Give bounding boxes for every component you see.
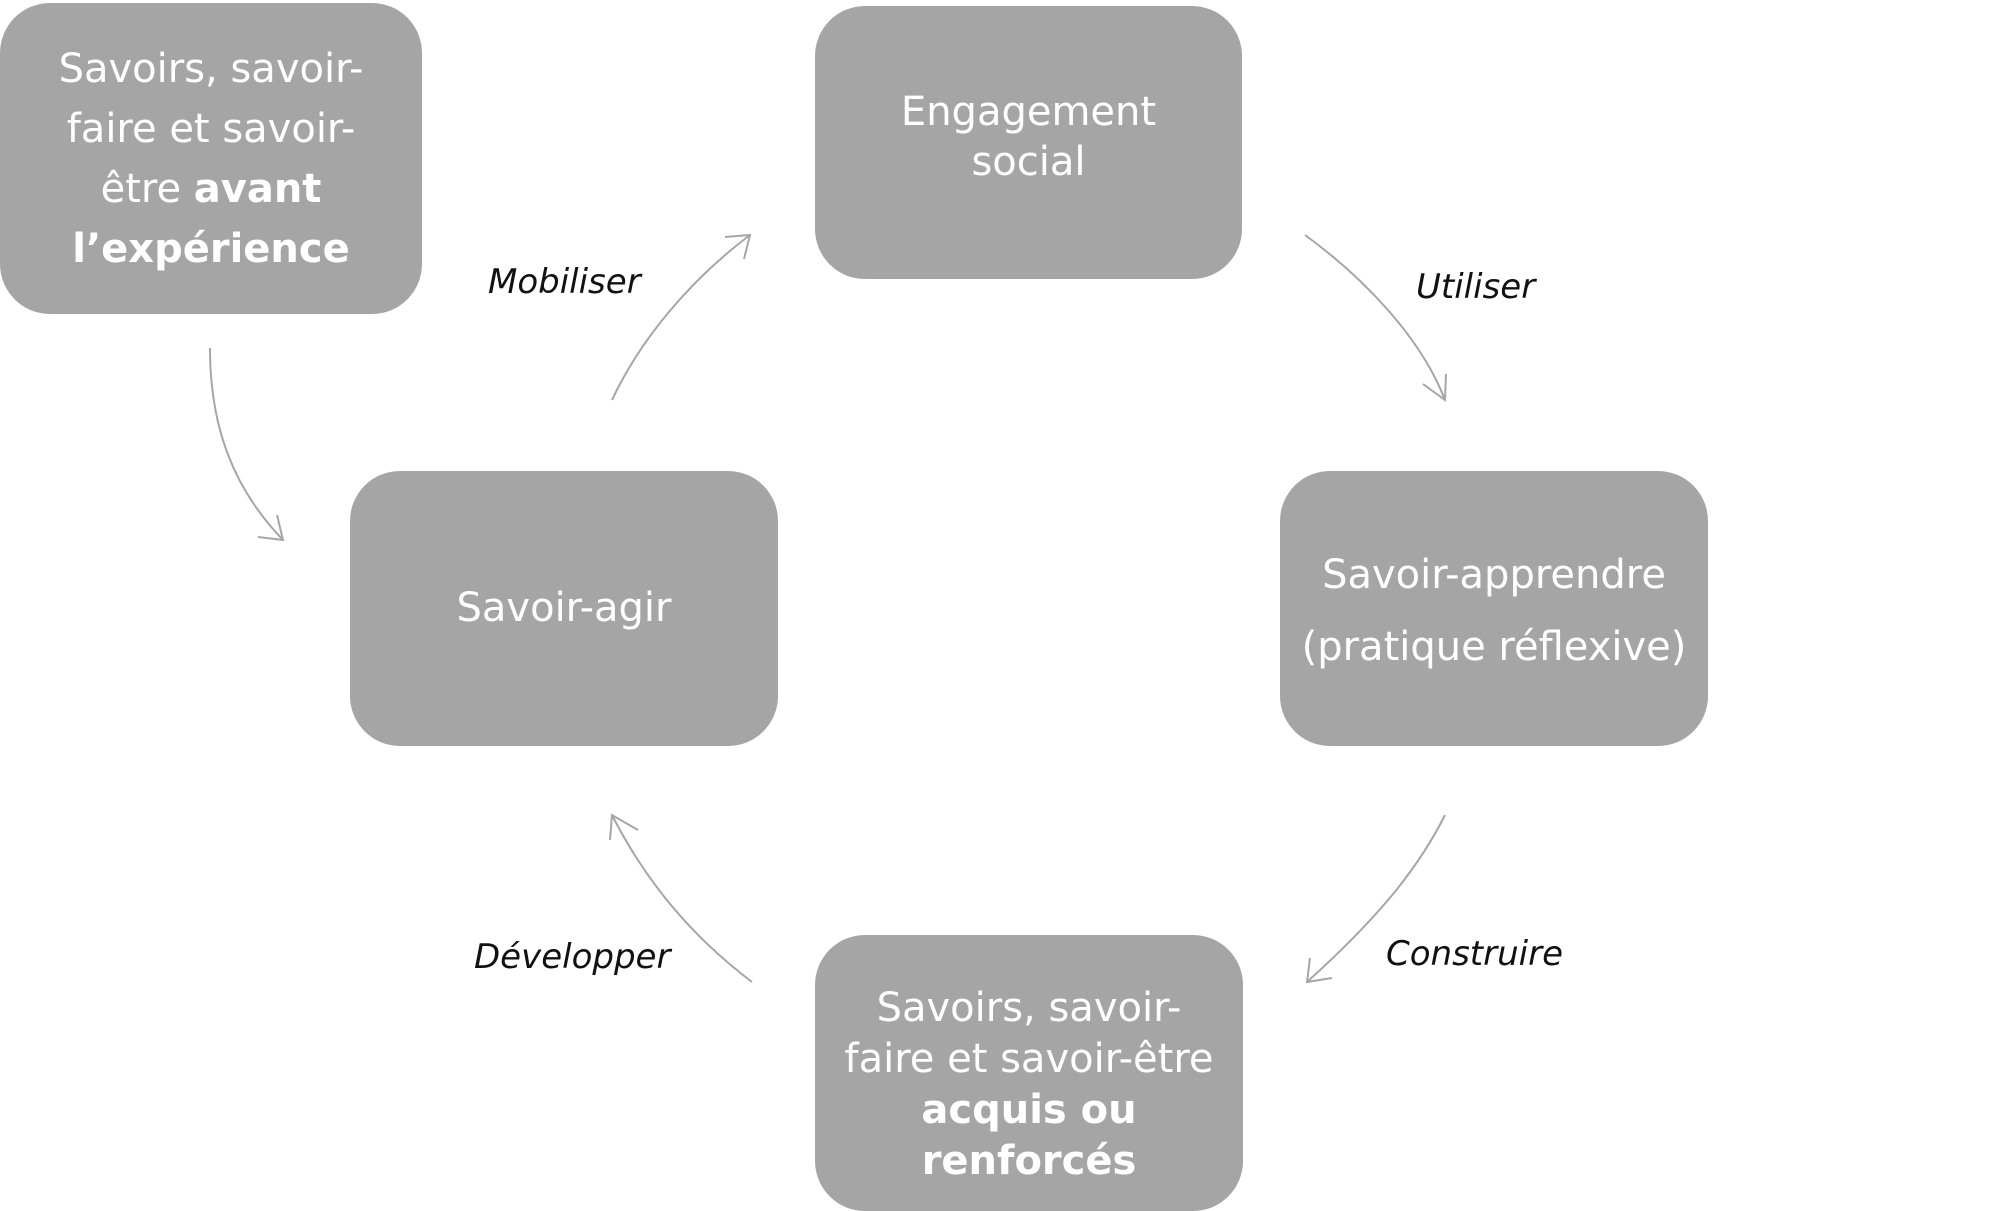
arrowhead-apprendre-to-acquis (1305, 957, 1333, 984)
edge-label-developper: Développer (474, 937, 671, 977)
acquis-line-1: Savoirs, savoir- (876, 985, 1182, 1031)
edge-label-construire: Construire (1386, 934, 1564, 974)
arrowhead-acquis-to-agir (609, 813, 639, 841)
arrow-acquis-to-agir (611, 814, 753, 983)
savoir-apprendre-node: Savoir-apprendre (pratique réflexive) (1280, 471, 1708, 746)
arrowhead-agir-to-engagement (724, 233, 752, 260)
acquired-knowledge-node: Savoirs, savoir- faire et savoir-être ac… (815, 935, 1243, 1211)
acquis-line-3: acquis ou (921, 1087, 1137, 1133)
arrow-engagement-to-apprendre (1304, 234, 1446, 401)
edge-label-utiliser: Utiliser (1416, 267, 1536, 307)
engagement-social-node: Engagement social (815, 6, 1242, 279)
prior-line-3: être avant (101, 159, 322, 219)
prior-line-1: Savoirs, savoir- (58, 45, 364, 92)
acquis-line-4: renforcés (921, 1138, 1137, 1184)
arrow-apprendre-to-acquis (1306, 814, 1446, 983)
prior-line-2: faire et savoir- (66, 105, 356, 152)
edge-label-mobiliser: Mobiliser (488, 262, 641, 302)
prior-line-3-plain: être (100, 165, 194, 212)
apprendre-line-1: Savoir-apprendre (1322, 551, 1666, 598)
savoir-agir-node: Savoir-agir (350, 471, 778, 746)
prior-knowledge-node: Savoirs, savoir- faire et savoir- être a… (0, 3, 422, 314)
arrow-agir-to-engagement (611, 234, 751, 401)
apprendre-line-2: (pratique réflexive) (1301, 623, 1687, 670)
agir-line-1: Savoir-agir (456, 584, 672, 631)
arrowhead-engagement-to-apprendre (1422, 373, 1447, 402)
acquis-line-2: faire et savoir-être (844, 1036, 1214, 1082)
arrowhead-prior-to-agir (257, 514, 285, 542)
prior-line-3-bold: avant (193, 165, 322, 212)
engagement-line-1: Engagement (900, 88, 1157, 135)
engagement-line-2: social (971, 138, 1086, 185)
prior-line-4: l’expérience (72, 225, 350, 272)
arrow-prior-to-agir (209, 347, 284, 541)
